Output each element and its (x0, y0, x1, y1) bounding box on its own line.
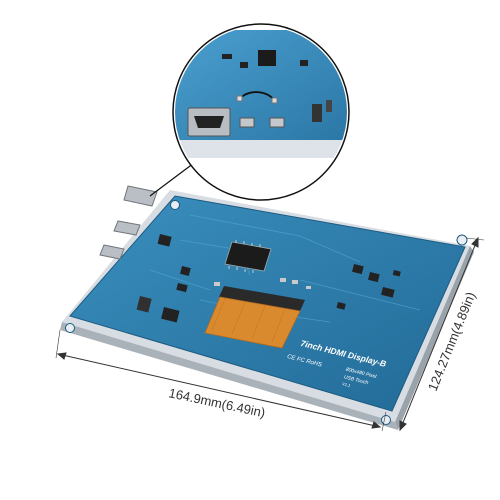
fpc-connector (204, 286, 305, 349)
side-ports (99, 185, 158, 260)
smd-components (136, 234, 401, 323)
main-chip (224, 240, 272, 273)
zoom-detail (172, 23, 350, 201)
usb-port-icon (239, 117, 255, 128)
pcb-board: 7inch HDMI Display-B 800x480 Pixel USB T… (65, 185, 468, 425)
touch-text: USB Touch (343, 374, 369, 386)
mounting-holes (65, 200, 468, 425)
hdmi-port-icon (187, 107, 231, 137)
width-dimension (55, 329, 387, 432)
version-text: V1.1 (342, 381, 351, 388)
height-dimension (399, 236, 485, 432)
zoom-leader-line (149, 159, 199, 197)
